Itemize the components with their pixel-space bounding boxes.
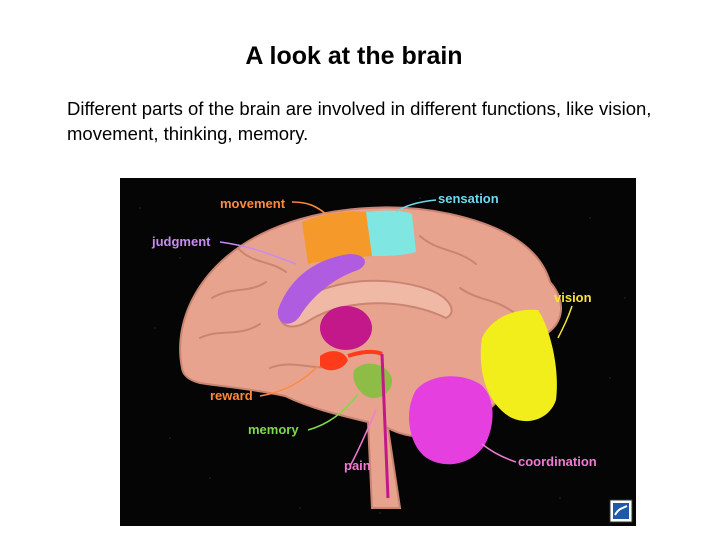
coordination-region	[409, 376, 493, 465]
callout-lines	[219, 199, 573, 467]
label-judgment: judgment	[151, 234, 211, 249]
movement-region	[302, 211, 372, 264]
slide-title: A look at the brain	[245, 42, 463, 70]
label-coordination: coordination	[518, 454, 597, 469]
brain-illustration: movement sensation judgment vision rewar…	[139, 191, 633, 523]
brain-diagram: movement sensation judgment vision rewar…	[120, 178, 636, 526]
pain-pathway	[380, 353, 390, 499]
reward-pathway	[347, 349, 383, 358]
label-movement: movement	[220, 196, 286, 211]
label-sensation: sensation	[438, 191, 499, 206]
label-pain: pain	[344, 458, 371, 473]
reward-region	[320, 351, 348, 371]
thalamus-region	[320, 306, 372, 350]
label-reward: reward	[210, 388, 253, 403]
sensation-region	[366, 210, 416, 256]
judgment-region	[277, 254, 365, 324]
vision-region	[480, 309, 557, 422]
body-text: Different parts of the brain are involve…	[67, 98, 652, 144]
background-texture	[139, 197, 626, 514]
corpus-callosum	[278, 279, 453, 328]
publisher-logo-icon	[609, 499, 633, 523]
label-vision: vision	[554, 290, 592, 305]
label-memory: memory	[248, 422, 299, 437]
